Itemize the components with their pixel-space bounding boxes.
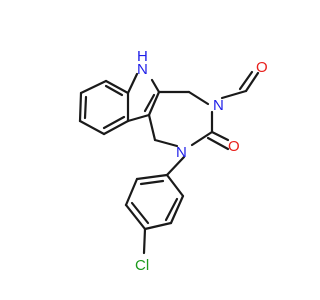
structure-diagram: N H N N O O Cl — [78, 48, 268, 274]
benzene-ring-indole — [78, 79, 130, 136]
hydrogen-label: H — [137, 48, 148, 65]
n-aryl-bond — [165, 155, 186, 177]
formyl-group — [220, 70, 260, 100]
atom-nh: N H — [137, 48, 148, 78]
pyrrole-ring — [126, 72, 161, 123]
nitrogen-label-aryl: N — [176, 144, 187, 161]
carbonyl-group — [206, 130, 230, 151]
pyrimidinone-ring — [147, 90, 214, 148]
nitrogen-label-indole: N — [137, 61, 148, 78]
oxygen-label-carbonyl: O — [228, 138, 240, 155]
chlorine-label: Cl — [135, 257, 149, 274]
c-cl-bond — [142, 227, 147, 255]
nitrogen-label-formamide: N — [213, 97, 224, 114]
molecule-drawing: N H N N O O Cl — [78, 48, 268, 274]
oxygen-label-formyl: O — [256, 59, 268, 76]
chlorophenyl-ring — [124, 173, 185, 231]
